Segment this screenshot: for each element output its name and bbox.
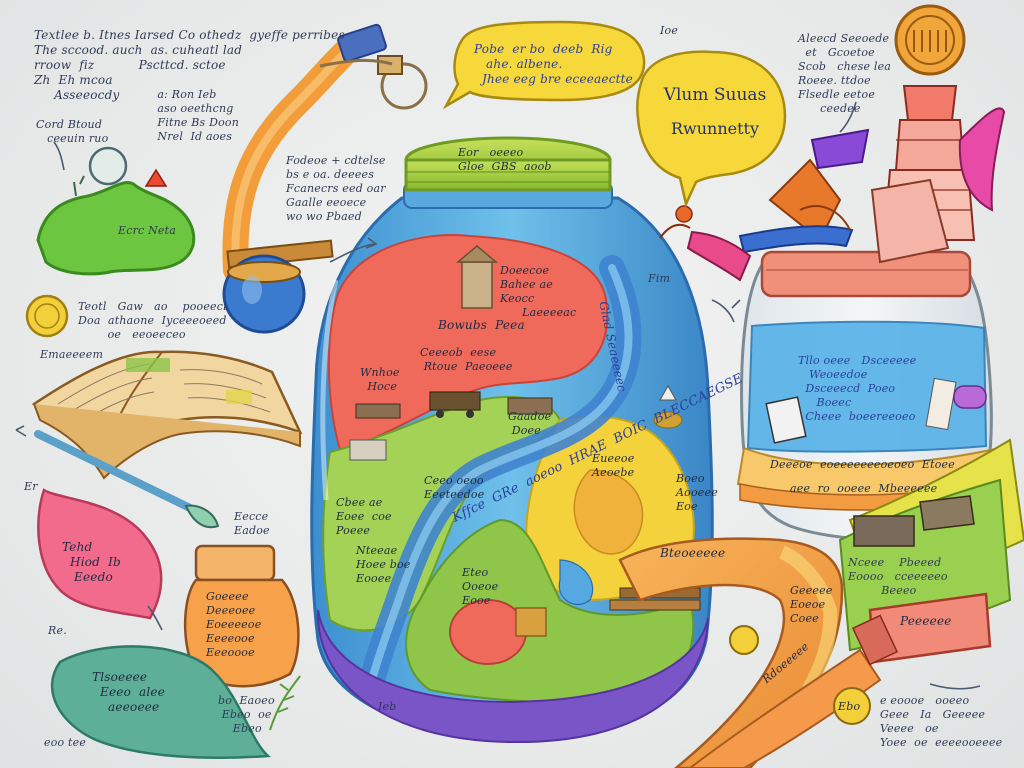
center-top-notes: Fodeoe + cdtelse bs e oa. deeees Fcanecr… <box>286 154 386 223</box>
left-edge-note: Er <box>24 480 38 493</box>
map-text-4: Wnhoe Hoce <box>360 366 400 393</box>
green-figure-icon <box>36 146 196 276</box>
faucet-pipe-icon <box>222 23 387 334</box>
left-mid-note: Cord Btoud ceeuin ruo <box>36 118 109 145</box>
bottom-left-note: eoo tee <box>44 736 87 749</box>
bottom-right-notes: e eoooe ooeeo Geee Ia Geeeee Veeee oe Yo… <box>880 694 1003 749</box>
pink-tag-text: Peeeeee <box>900 614 952 628</box>
bottom-center-note: bo Eaoeo Ebeo oe Ebeo <box>218 694 275 735</box>
map-text-2: Bowubs Peea <box>438 318 525 332</box>
key-ring-icon <box>319 55 428 110</box>
map-text-11: Eteo Ooeoe Eooe <box>462 566 499 607</box>
main-jar <box>310 136 714 744</box>
side-mini-note: Re. <box>48 624 67 637</box>
arrows <box>15 101 981 690</box>
plant-sprig-icon <box>269 675 301 731</box>
open-book-icon <box>31 350 303 480</box>
map-text-8: Nteeae Hoee boe Eooee <box>356 544 411 585</box>
orange-ribbon-text: Bteoeeeee <box>660 546 726 560</box>
pen-note: Eecce Eadoe <box>234 510 270 537</box>
lid-text: Eor oeeeo Gloe GBS aoob <box>458 146 552 173</box>
right-mid-note: Fim <box>648 272 671 285</box>
pink-leaf-text: Tehd Hiod Ib Eeedo <box>62 540 121 584</box>
small-jar-text: Goeeee Deeeoee Eoeeeeoe Eeeeooe Eeeoooe <box>206 590 262 659</box>
map-text-7: Cbee ae Eoee coe Poeee <box>336 496 392 537</box>
right-jar-text: Tllo oeee Dsceeeee Weoeedoe Dsceeecd Poe… <box>798 354 917 423</box>
small-jar-icon <box>183 544 300 688</box>
glass-jar-icon <box>736 250 1011 541</box>
right-lower-notes: Nceee Pbeeed Eoooo cceeeeeo Beeeo <box>848 556 948 597</box>
left-label-small: Emaeeeem <box>40 348 104 361</box>
lower-orange-band <box>688 614 899 768</box>
map-text-10: Boeo Aooeee Eoe <box>676 472 718 513</box>
map-text-5: Gaadoe Doee <box>508 410 552 437</box>
ribbons-cluster <box>659 107 1006 282</box>
bottom-center-note-2: Ieb <box>378 700 397 713</box>
right-lower-notes-2: Geeeee Eoeoe Coee <box>790 584 833 625</box>
map-text-6: Ceeo oeoo Eeeteedoe <box>424 474 485 501</box>
train-icon <box>429 391 481 418</box>
top-right-notes: Aleecd Seeoede et Gcoetoe Scob chese lea… <box>798 32 892 115</box>
left-mid-note-2: a: Ron Ieb aso oeethcng Fitne Bs Doon Nr… <box>157 88 240 143</box>
pink-leaf-shape <box>37 488 163 620</box>
right-band-text: Deeeoe eoeeeeeeeoeoeo Etoee <box>770 458 955 471</box>
bubble-right-subtitle: Rwunnetty <box>670 119 760 138</box>
left-book-note: Teotl Gaw ao pooeecl Doa athaone Iyceeeo… <box>78 300 227 341</box>
map-text-9: Eueeoe Aeoebe <box>592 452 635 479</box>
top-left-notes: Textlee b. Itnes Iarsed Co othedz gyeffe… <box>34 28 345 102</box>
map-text-3: Ceeeob eese Rtoue Paeoeee <box>420 346 513 373</box>
bubble-left-text: Pobe er bo deeb Rig ahe. albene. Jhee ee… <box>474 42 633 86</box>
teal-leaf-text: Tlsoeeee Eeeo alee aeeoeee <box>92 670 166 714</box>
coin-icon <box>25 294 69 338</box>
figure-label: Ecrc Neta <box>118 224 177 237</box>
right-band-text-2: aee ro ooeee Mbeeeeee <box>790 482 938 495</box>
pen-icon <box>34 430 220 529</box>
speech-bubble-left <box>442 20 646 110</box>
top-mid-small: Ioe <box>660 24 679 37</box>
teal-leaf-shape <box>50 645 272 759</box>
bubble-right-title: Vlum Suuas <box>663 85 767 105</box>
map-text-1: Doeecoe Bahee ae Keocc Laeeeeac <box>500 264 577 319</box>
speech-bubble-right <box>635 50 787 208</box>
coin-label: Ebo <box>838 700 861 713</box>
